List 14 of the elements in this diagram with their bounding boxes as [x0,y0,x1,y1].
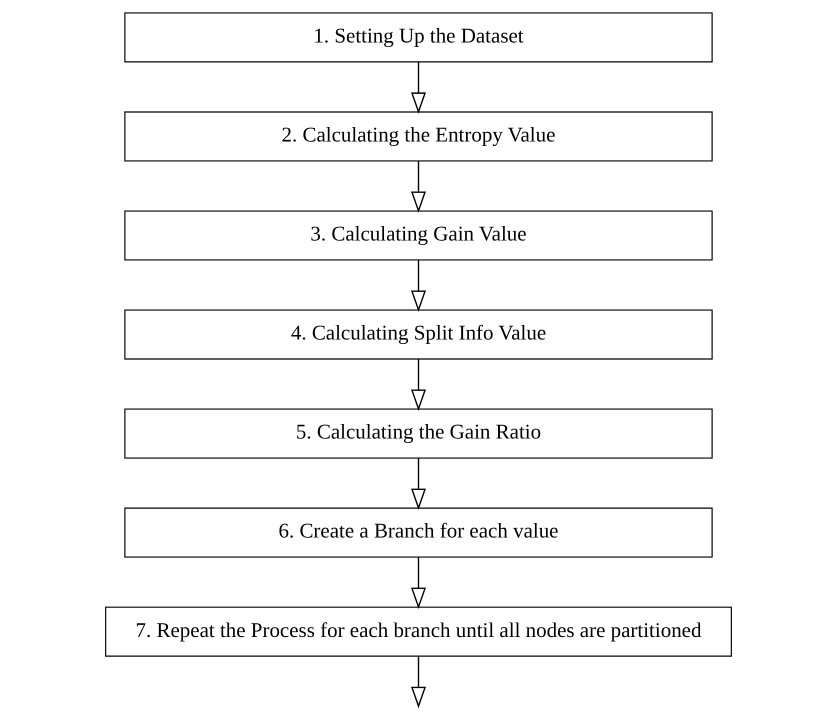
node-box: 6. Create a Branch for each value [124,508,713,558]
arrow [410,557,426,610]
arrow [410,458,426,510]
arrow [410,62,426,114]
node-box: 4. Calculating Split Info Value [124,309,713,360]
node-box: 7. Repeat the Process for each branch until all nodes are partitioned [105,606,732,657]
arrow [410,359,426,411]
arrow [410,161,426,213]
node-box: 5. Calculating the Gain Ratio [124,408,713,459]
node-box: 3. Calculating Gain Value [124,210,713,261]
node-box: 1. Setting Up the Dataset [124,12,713,62]
node-box: 2. Calculating the Entropy Value [124,111,713,162]
arrow [410,260,426,312]
arrow [410,656,426,708]
